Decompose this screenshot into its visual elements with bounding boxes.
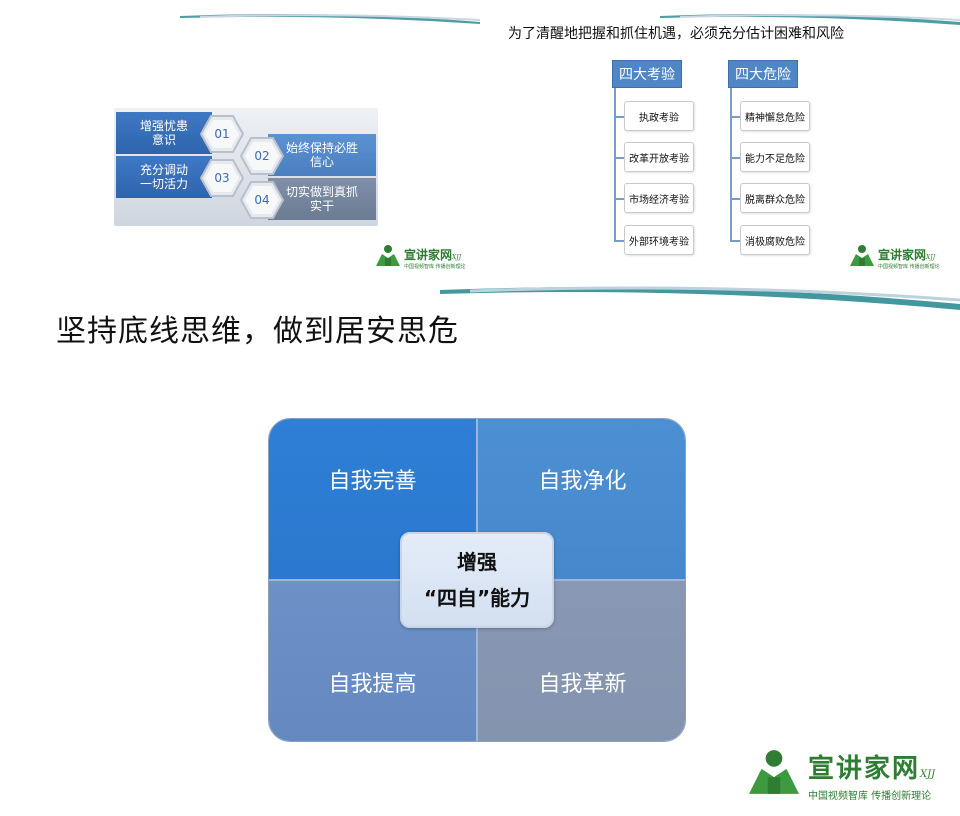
connector-branch: [614, 198, 624, 200]
danger-item: 消极腐败危险: [740, 225, 810, 255]
top-right-slide: 为了清醒地把握和抓住机遇，必须充分估计困难和风险 四大考验 执政考验 改革开放考…: [480, 0, 960, 278]
hex-badge-04: 04: [239, 180, 285, 220]
test-item: 外部环境考验: [624, 225, 694, 255]
logo-large: 宣讲家网XJJ 中国视频智库 传播创新理论: [744, 748, 935, 802]
top-left-slide: 增强忧患 意识 充分调动 一切活力 始终保持必胜 信心 切实做到真抓 实干 01…: [0, 0, 480, 278]
danger-item: 精神懈怠危险: [740, 101, 810, 131]
bar-label: 充分调动 一切活力: [139, 163, 188, 191]
connector-branch: [730, 198, 740, 200]
danger-item: 脱离群众危险: [740, 183, 810, 213]
connector-branch: [614, 116, 624, 118]
hex-badge-01: 01: [199, 114, 245, 154]
bar-mobilize-vitality: 充分调动 一切活力: [116, 156, 212, 198]
page-title: 坚持底线思维，做到居安思危: [56, 314, 459, 349]
center-label-box: 增强 “四自”能力: [400, 532, 554, 628]
quadrant-label: 自我净化: [538, 469, 627, 494]
bar-keep-confidence: 始终保持必胜 信心: [268, 134, 376, 176]
middle-swoosh: [440, 286, 960, 310]
heading-four-tests: 四大考验: [612, 60, 682, 88]
connector-line: [730, 88, 732, 242]
hex-badge-03: 03: [199, 158, 245, 198]
quadrant-label: 自我革新: [538, 672, 627, 697]
hex-number: 01: [214, 127, 230, 141]
bar-strengthen-awareness: 增强忧患 意识: [116, 112, 212, 154]
logo-mark-text: XJJ: [926, 254, 936, 261]
test-item: 执政考验: [624, 101, 694, 131]
logo-small-right: 宣讲家网XJJ 中国视频智库 传播创新理论: [848, 244, 940, 270]
bar-label: 切实做到真抓 实干: [285, 185, 358, 213]
connector-branch: [614, 157, 624, 159]
slide-title: 为了清醒地把握和抓住机遇，必须充分估计困难和风险: [508, 26, 844, 42]
logo-main-text: 宣讲家网: [404, 248, 453, 262]
logo-main-text: 宣讲家网: [878, 248, 927, 262]
quadrant-label: 自我提高: [328, 672, 417, 697]
hex-number: 03: [214, 171, 230, 185]
logo-sub-text: 中国视频智库 传播创新理论: [404, 264, 466, 270]
logo-sub-text: 中国视频智库 传播创新理论: [878, 264, 940, 270]
danger-item: 能力不足危险: [740, 142, 810, 172]
hex-number: 02: [254, 149, 270, 163]
connector-branch: [614, 240, 624, 242]
test-item: 市场经济考验: [624, 183, 694, 213]
bar-real-work: 切实做到真抓 实干: [268, 178, 376, 220]
connector-branch: [730, 116, 740, 118]
bar-label: 增强忧患 意识: [139, 119, 188, 147]
test-item: 改革开放考验: [624, 142, 694, 172]
logo-main-text: 宣讲家网: [808, 754, 921, 784]
logo-small-left: 宣讲家网XJJ 中国视频智库 传播创新理论: [374, 244, 466, 270]
four-self-matrix: 自我完善 自我净化 自我提高 自我革新: [268, 418, 686, 742]
connector-branch: [730, 157, 740, 159]
speaker-icon: [749, 750, 799, 794]
bar-label: 始终保持必胜 信心: [285, 141, 358, 169]
center-line-2: “四自”能力: [423, 586, 531, 610]
logo-mark-text: XJJ: [452, 254, 462, 261]
connector-branch: [730, 240, 740, 242]
heading-four-dangers: 四大危险: [728, 60, 798, 88]
connector-line: [614, 88, 616, 242]
hex-badge-02: 02: [239, 136, 285, 176]
logo-mark-text: XJJ: [920, 769, 936, 780]
hex-number: 04: [254, 193, 270, 207]
quadrant-label: 自我完善: [328, 469, 417, 494]
center-line-1: 增强: [457, 550, 497, 574]
logo-sub-text: 中国视频智库 传播创新理论: [808, 791, 932, 802]
speaker-icon: [376, 245, 400, 266]
speaker-icon: [850, 245, 874, 266]
